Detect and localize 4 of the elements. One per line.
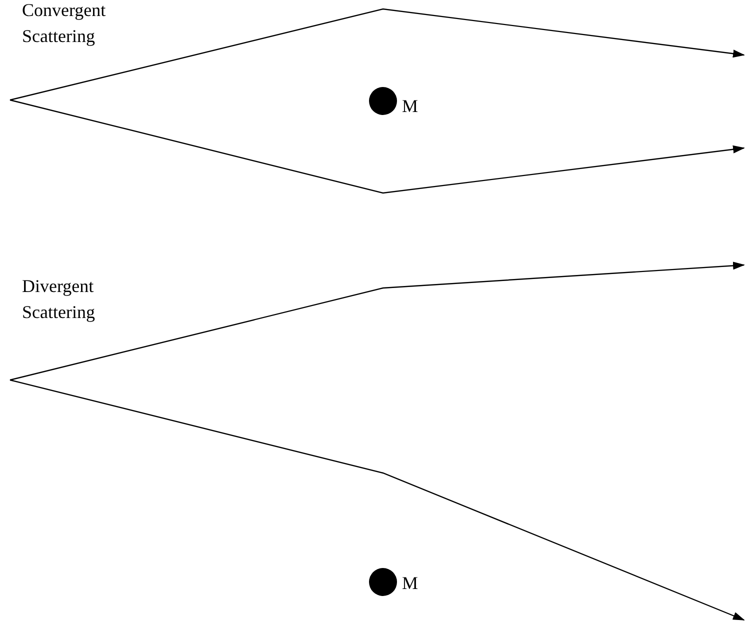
- scattering-caption: Convergent Scattering: [22, 0, 107, 48]
- scattering-caption: Divergent Scattering: [22, 275, 96, 324]
- mass-label: M: [402, 572, 420, 595]
- mass-label: M: [402, 95, 420, 118]
